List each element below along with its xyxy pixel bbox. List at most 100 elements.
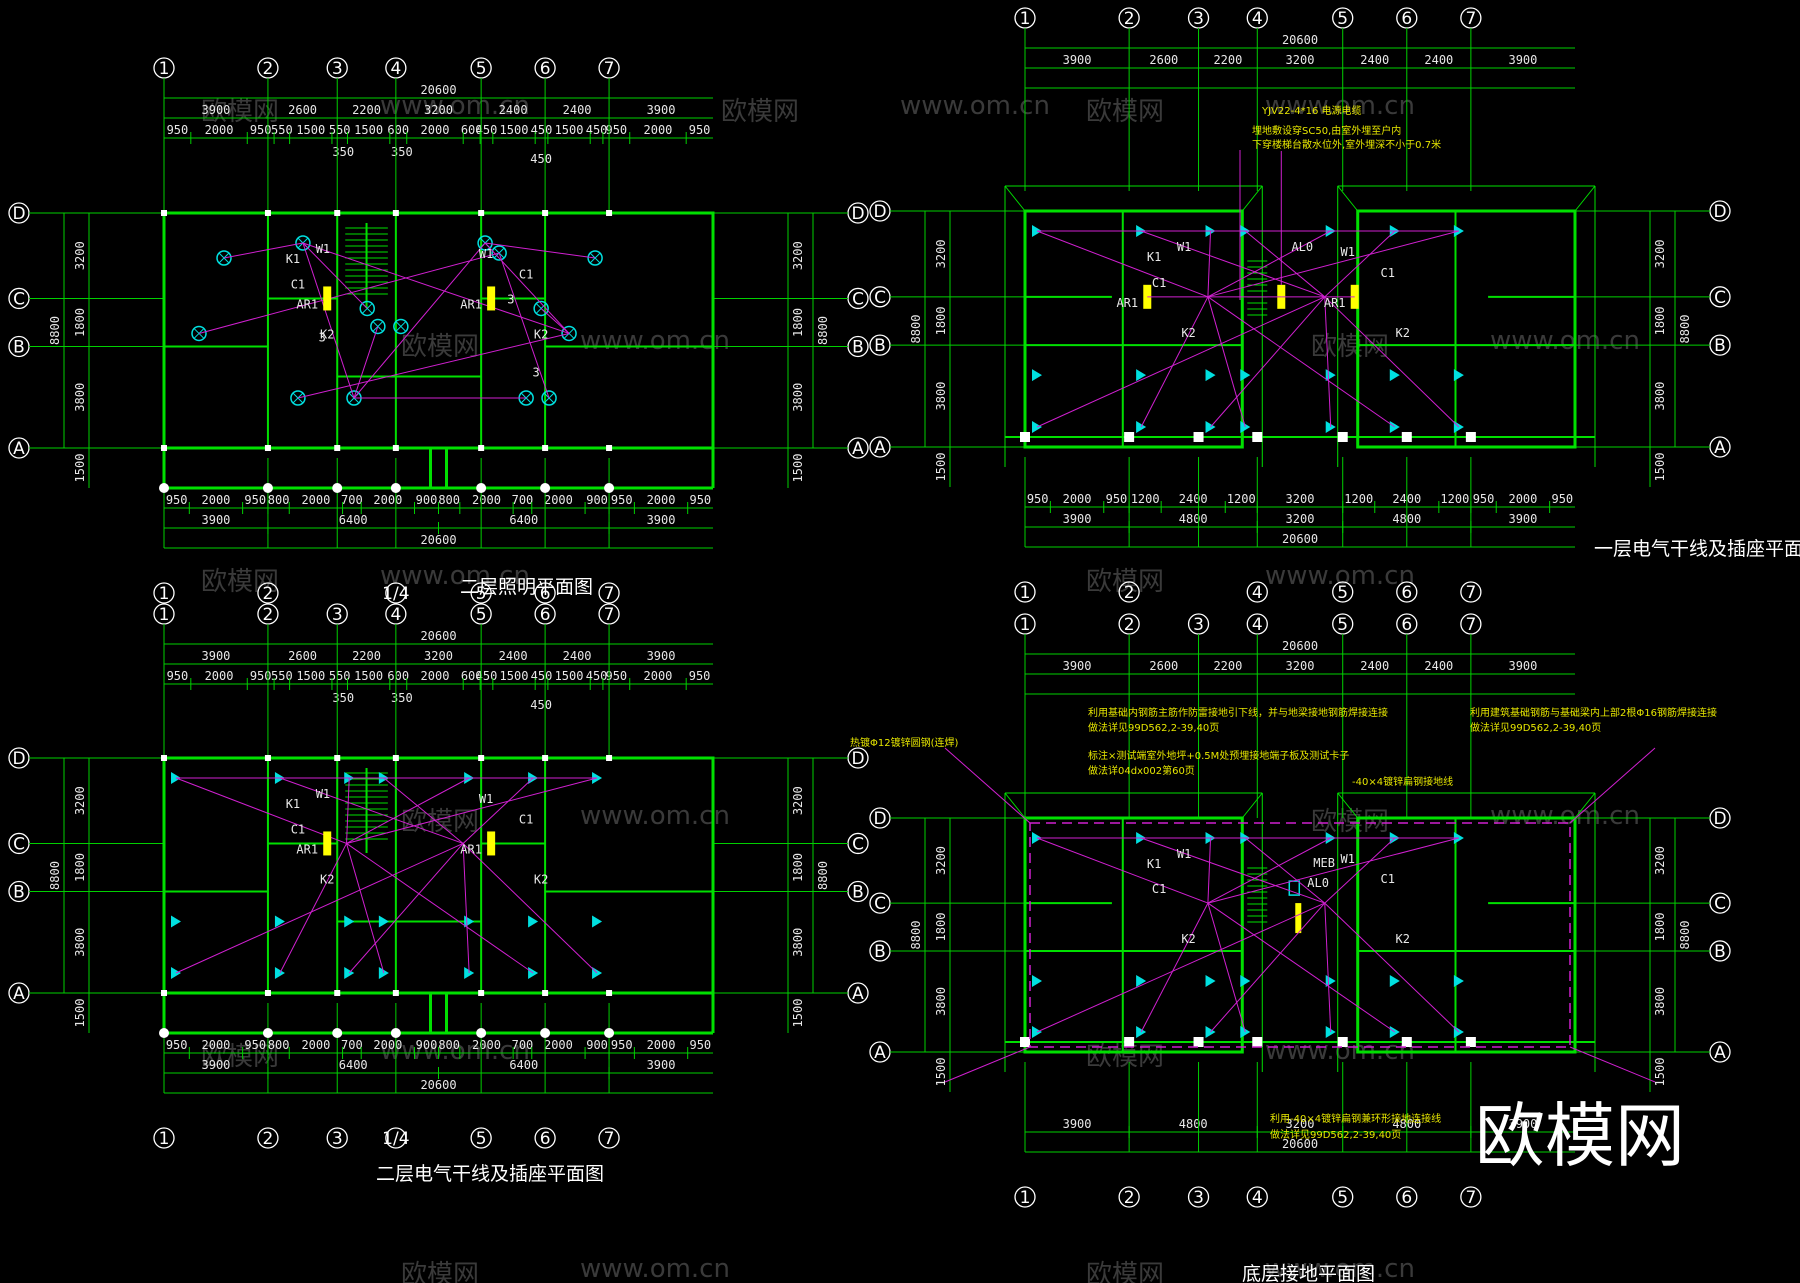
- walls: [1004, 185, 1596, 467]
- wire: [1324, 903, 1332, 1033]
- dim-bot-sub: 2000: [301, 493, 330, 507]
- note-ground-8: 利用-40×4镀锌扁钢兼环形接地连接线: [1270, 1112, 1441, 1125]
- distribution-panel: [323, 286, 332, 311]
- dim-side-seg: 3200: [1653, 239, 1667, 268]
- dim-top-sub: 1500: [500, 669, 529, 683]
- axis-bubble: 1: [153, 603, 175, 625]
- watermark-text: 欧模网: [201, 567, 279, 597]
- axis-label: D: [1713, 202, 1726, 222]
- dim-top-sub: 450: [531, 669, 553, 683]
- note-ground-10: 热镀Φ12镀锌圆钢(连焊): [850, 736, 958, 749]
- column: [264, 990, 271, 996]
- circuit-number: 3: [507, 292, 514, 306]
- axis-bubble: C: [869, 286, 891, 308]
- dim-top-small: 450: [530, 698, 552, 712]
- dim-top-sub: 2000: [644, 123, 673, 137]
- dim-top-sub: 2000: [644, 669, 673, 683]
- circuit-label: K2: [320, 872, 334, 886]
- column: [161, 445, 167, 451]
- column: [478, 210, 485, 216]
- dim-top-seg: 2400: [1360, 659, 1389, 673]
- axis-bubble: 1: [1014, 1186, 1036, 1208]
- axis-label: 6: [1401, 1188, 1412, 1208]
- axis-circle: [1118, 1186, 1140, 1208]
- dim-bot-seg: 6400: [339, 513, 368, 527]
- wire: [348, 843, 464, 974]
- ground-ring: [1029, 822, 1571, 1048]
- column: [264, 210, 271, 216]
- column-dot: [262, 483, 273, 493]
- column: [161, 210, 167, 216]
- dim-side-seg: 1800: [791, 308, 805, 337]
- dim-bot-sub: 2000: [373, 493, 402, 507]
- wire: [383, 777, 464, 844]
- socket: [378, 915, 389, 928]
- column: [161, 755, 167, 761]
- axis-label: 5: [1337, 583, 1348, 603]
- axis-bubble: 4: [385, 603, 407, 625]
- axis-label: 2: [263, 59, 274, 79]
- dim-bot-sub: 950: [1551, 492, 1573, 506]
- panel-label: AR1: [460, 297, 482, 311]
- axis-label: 5: [476, 605, 487, 625]
- dim-bot-seg: 3900: [1063, 1117, 1092, 1131]
- socket: [1453, 369, 1464, 382]
- column-dot: [390, 1028, 401, 1038]
- note-ground-6: 做法详04dx002第60页: [1088, 764, 1195, 777]
- dim-top-sub: 1500: [296, 123, 325, 137]
- wire: [498, 252, 550, 399]
- dim-side-outer: 8800: [909, 315, 923, 344]
- column-dot: [476, 483, 487, 493]
- axis-label: 1: [159, 1129, 170, 1149]
- dim-side-seg: 1800: [934, 307, 948, 336]
- wire: [346, 843, 385, 974]
- dim-bot-sub: 2000: [1508, 492, 1537, 506]
- axis-label: B: [874, 336, 886, 356]
- lamp: [359, 300, 375, 317]
- axis-circle: [534, 582, 556, 604]
- column-dot: [476, 1028, 487, 1038]
- axis-label: D: [851, 204, 864, 224]
- axis-circle: [153, 1127, 175, 1149]
- lamp: [477, 235, 493, 251]
- watermark-text: 欧模网: [1311, 807, 1389, 837]
- wire: [353, 326, 379, 399]
- axis-label: B: [874, 942, 886, 962]
- socket: [274, 915, 285, 928]
- dim-bot-sub: 2000: [544, 493, 573, 507]
- lamp: [393, 318, 409, 335]
- column: [392, 755, 399, 761]
- axis-label: D: [873, 202, 886, 222]
- axis-label: 2: [263, 605, 274, 625]
- wire: [1140, 902, 1209, 1033]
- axis-label: 6: [540, 1129, 551, 1149]
- axis-label: D: [12, 204, 25, 224]
- panel-label: AR1: [460, 842, 482, 856]
- axis-label: 3: [1193, 9, 1204, 29]
- dim-top-seg: 2400: [1360, 53, 1389, 67]
- dim-side-seg: 1500: [791, 454, 805, 483]
- column: [1193, 432, 1204, 442]
- axis-label: 3: [1193, 1188, 1204, 1208]
- wire: [223, 242, 304, 259]
- meb-box: [1288, 880, 1301, 896]
- dim-side-outer: 8800: [48, 316, 62, 345]
- dim-side-seg: 1500: [934, 1058, 948, 1087]
- wire: [297, 332, 570, 399]
- dim-total-bot: 20600: [420, 533, 456, 547]
- circuit-label: W1: [1340, 852, 1354, 866]
- axis-label: 4: [1252, 1188, 1263, 1208]
- axis-label: 4: [1252, 583, 1263, 603]
- wire: [279, 843, 347, 974]
- wire: [1207, 837, 1212, 904]
- dim-top-sub: 450: [476, 669, 498, 683]
- lamp: [587, 250, 603, 266]
- dim-total-top: 20600: [1282, 639, 1318, 653]
- dim-top-sub: 550: [329, 669, 351, 683]
- al0-panel: [1295, 903, 1302, 934]
